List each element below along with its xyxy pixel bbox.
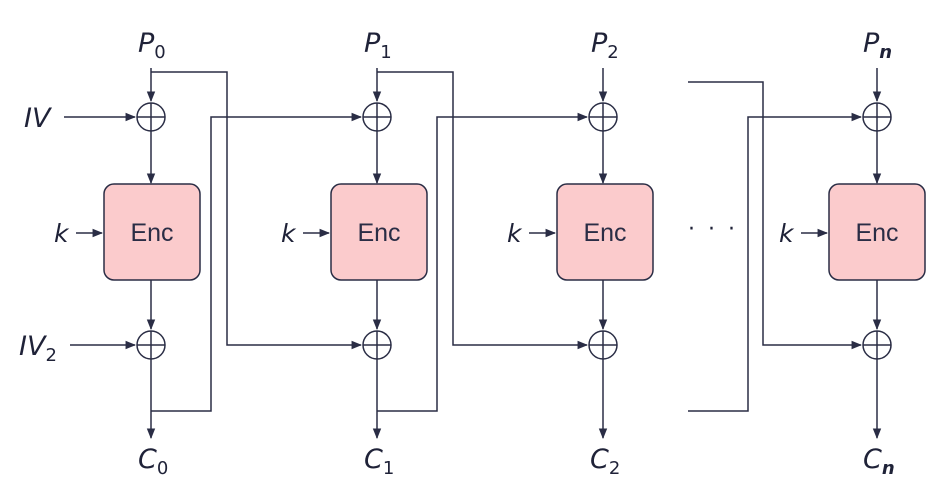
xor-bottom-1	[362, 330, 392, 360]
enc-block-1: Enc	[330, 183, 428, 281]
iv-label: IV	[24, 103, 53, 134]
key-label-2: k	[507, 219, 523, 248]
ciphertext-label-n: Cn	[863, 444, 895, 479]
enc-block-2: Enc	[556, 183, 654, 281]
key-label-n: k	[779, 219, 795, 248]
xor-top-2	[588, 102, 618, 132]
iv2-label: IV2	[19, 331, 57, 366]
plaintext-feedback-into-n	[688, 81, 863, 350]
stage-n: Pn Enc k Cn	[779, 28, 926, 479]
enc-label-2: Enc	[583, 219, 626, 247]
ciphertext-label-1: C1	[364, 444, 394, 479]
stage-1: P1 Enc k C1	[281, 28, 428, 479]
xor-top-0	[136, 102, 166, 132]
ciphertext-label-2: C2	[590, 444, 620, 479]
enc-label-1: Enc	[357, 219, 400, 247]
xor-bottom-2	[588, 330, 618, 360]
enc-label-0: Enc	[130, 219, 173, 247]
xor-top-n	[862, 102, 892, 132]
enc-block-n: Enc	[828, 183, 926, 281]
plaintext-feedback-1-to-2	[377, 71, 589, 350]
stage-0: P0 Enc k C0	[54, 28, 201, 479]
xor-bottom-n	[862, 330, 892, 360]
plaintext-feedback-0-to-1	[151, 71, 363, 350]
key-label-1: k	[281, 219, 297, 248]
xor-top-1	[362, 102, 392, 132]
plaintext-label-0: P0	[138, 28, 166, 63]
ciphertext-feedback-1-to-2	[377, 112, 589, 412]
enc-block-0: Enc	[103, 183, 201, 281]
ciphertext-feedback-into-n	[688, 112, 863, 412]
ellipsis: · · ·	[688, 217, 738, 242]
plaintext-label-1: P1	[364, 28, 392, 63]
stage-2: P2 Enc k C2	[507, 28, 654, 479]
xor-bottom-0	[136, 330, 166, 360]
ciphertext-label-0: C0	[138, 444, 168, 479]
key-label-0: k	[54, 219, 70, 248]
plaintext-label-n: Pn	[863, 28, 892, 63]
enc-label-n: Enc	[855, 219, 898, 247]
ciphertext-feedback-0-to-1	[151, 112, 363, 412]
plaintext-label-2: P2	[591, 28, 619, 63]
